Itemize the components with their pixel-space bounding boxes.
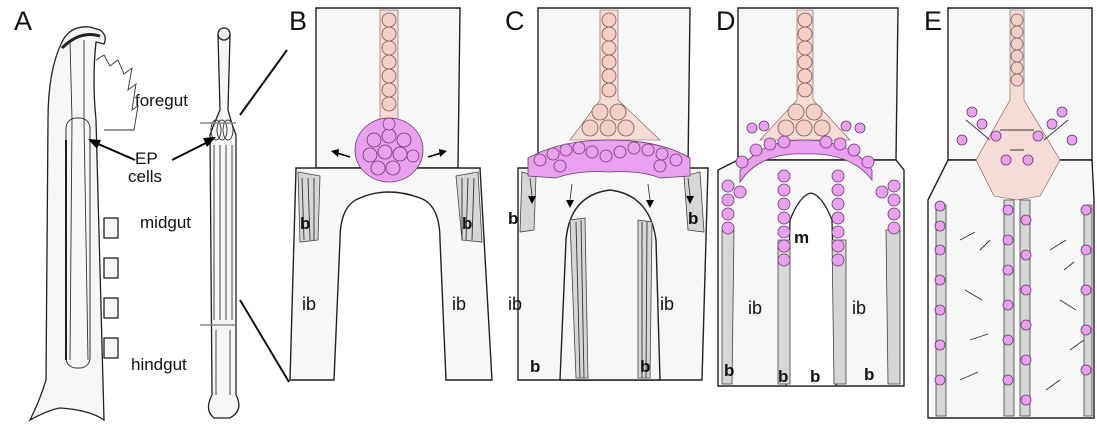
larva-spines (96, 55, 138, 130)
zoom-line-bottom (240, 300, 289, 382)
b-label-b-left: b (300, 214, 310, 233)
label-ep: EP (135, 149, 158, 168)
d-label-m: m (794, 228, 809, 247)
larva-prolegs (104, 218, 118, 358)
label-hindgut: hindgut (131, 355, 187, 374)
panel-a: A foregut midgut hindgut (14, 6, 239, 420)
label-foregut: foregut (135, 91, 188, 110)
larva-outline (30, 27, 105, 420)
c-label-b-left: b (508, 209, 518, 228)
d-band-4 (886, 230, 900, 384)
d-label-ib-left: ib (748, 298, 762, 318)
c-label-b-bottom-right: b (640, 357, 650, 376)
panel-letter-c: C (505, 6, 525, 36)
b-label-b-right: b (462, 214, 472, 233)
panel-letter-b: B (289, 6, 307, 36)
panel-letter-a: A (14, 6, 32, 36)
panel-letter-d: D (716, 6, 736, 36)
d-gap (786, 193, 836, 386)
panel-letter-e: E (924, 6, 942, 36)
c-label-b-bottom-left: b (530, 357, 540, 376)
c-label-ib-left: ib (508, 294, 522, 314)
b-label-ib-right: ib (452, 294, 466, 314)
b-label-ib-left: ib (302, 294, 316, 314)
c-band-left (520, 172, 536, 232)
panel-d: D (716, 6, 904, 386)
c-label-b-right: b (688, 209, 698, 228)
label-midgut: midgut (140, 213, 191, 232)
d-label-ib-right: ib (852, 298, 866, 318)
panel-e: E (924, 6, 1094, 418)
isolated-gut (208, 28, 238, 418)
c-label-ib-right: ib (660, 294, 674, 314)
d-label-b-3: b (810, 367, 820, 386)
c-band-mid-right (638, 220, 652, 378)
d-label-b-2: b (778, 367, 788, 386)
zoom-line-top (240, 50, 287, 115)
d-label-b-4: b (864, 365, 874, 384)
gut-head (218, 28, 230, 40)
label-cells: cells (128, 167, 162, 186)
panel-c: C (505, 6, 708, 380)
panel-b: B b b ib (289, 6, 492, 380)
d-label-b-1: b (724, 361, 734, 380)
